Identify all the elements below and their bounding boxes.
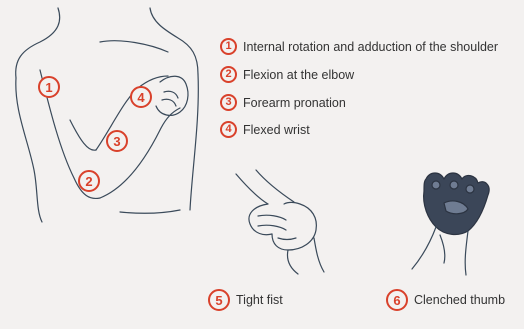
tight-fist-illustration (228, 168, 328, 278)
legend-item-1: 1 Internal rotation and adduction of the… (220, 38, 498, 55)
marker-4: 4 (130, 86, 158, 108)
marker-2: 2 (78, 170, 106, 192)
legend-label: Forearm pronation (243, 96, 346, 110)
legend-label: Flexed wrist (243, 123, 310, 137)
label-clenched-thumb: 6 Clenched thumb (386, 289, 505, 311)
marker-3: 3 (106, 130, 134, 152)
tight-fist-label: Tight fist (236, 293, 283, 307)
marker-1: 1 (38, 76, 66, 98)
legend-item-2: 2 Flexion at the elbow (220, 66, 354, 83)
clenched-thumb-illustration (400, 165, 500, 285)
legend-label: Internal rotation and adduction of the s… (243, 40, 498, 54)
legend-label: Flexion at the elbow (243, 68, 354, 82)
legend-item-3: 3 Forearm pronation (220, 94, 346, 111)
clenched-thumb-label: Clenched thumb (414, 293, 505, 307)
label-tight-fist: 5 Tight fist (208, 289, 283, 311)
legend-item-4: 4 Flexed wrist (220, 121, 310, 138)
